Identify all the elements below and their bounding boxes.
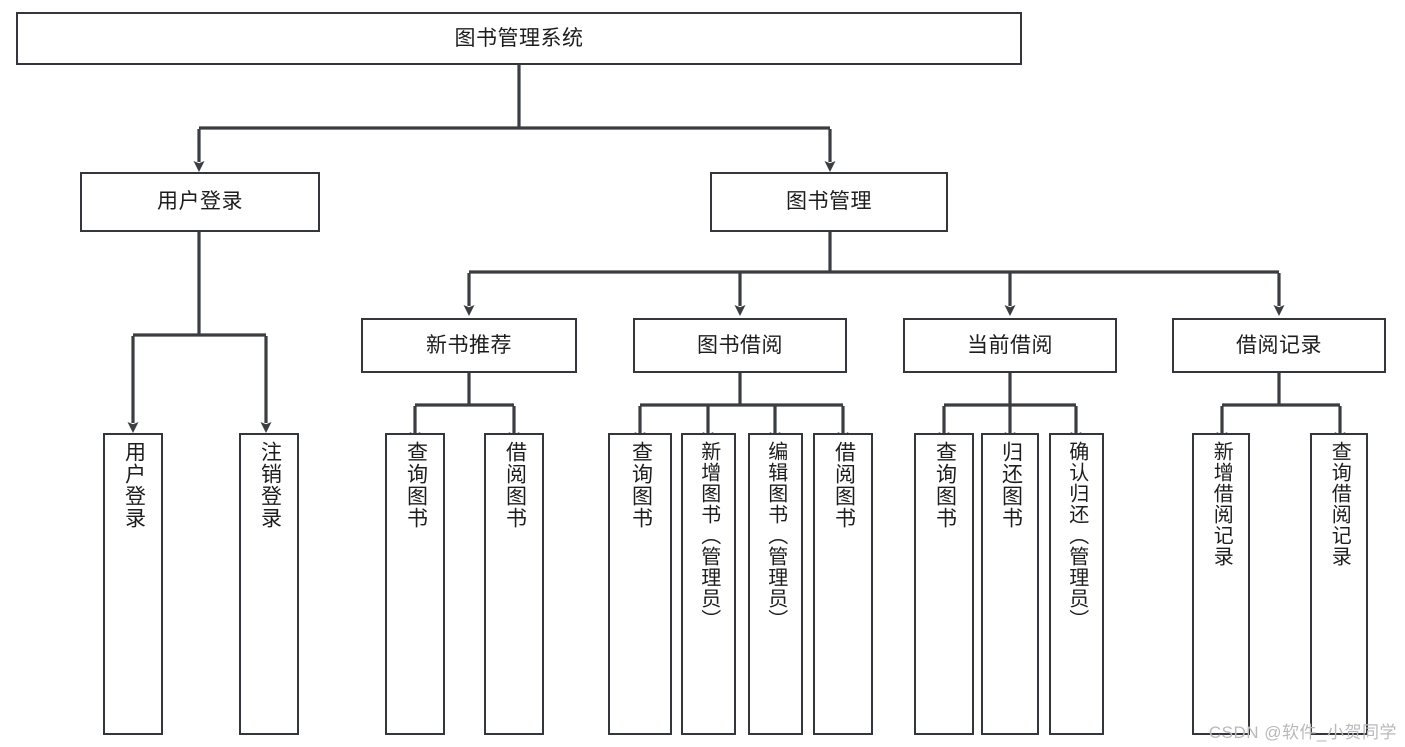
node-new-book-recommend[interactable]: 新书推荐: [361, 318, 577, 373]
node-label: 图书管理系统: [454, 26, 584, 50]
node-leaf-borrow-book-1[interactable]: 借阅图书: [484, 433, 544, 735]
node-label: 新增图书（管理员）: [697, 441, 720, 630]
node-label: 借阅图书: [832, 441, 856, 529]
csdn-watermark: CSDN @软件_小贺同学: [1208, 723, 1397, 742]
node-label: 借阅记录: [1236, 333, 1322, 357]
node-label: 注销登录: [258, 441, 282, 529]
node-leaf-user-logout[interactable]: 注销登录: [239, 433, 299, 735]
node-label: 查询借阅记录: [1328, 441, 1351, 567]
node-leaf-query-book-1[interactable]: 查询图书: [385, 433, 445, 735]
node-label: 借阅图书: [503, 441, 527, 529]
node-leaf-confirm-return[interactable]: 确认归还（管理员）: [1049, 433, 1104, 735]
node-leaf-borrow-book-2[interactable]: 借阅图书: [813, 433, 873, 735]
node-leaf-edit-book[interactable]: 编辑图书（管理员）: [748, 433, 803, 735]
node-label: 当前借阅: [967, 333, 1053, 357]
node-label: 查询图书: [404, 441, 428, 529]
node-leaf-query-record[interactable]: 查询借阅记录: [1310, 433, 1368, 735]
node-root-book-management-system[interactable]: 图书管理系统: [16, 12, 1022, 65]
node-leaf-query-book-3[interactable]: 查询图书: [914, 433, 974, 735]
node-user-login[interactable]: 用户登录: [80, 172, 320, 232]
node-label: 编辑图书（管理员）: [764, 441, 787, 630]
node-leaf-query-book-2[interactable]: 查询图书: [608, 433, 672, 735]
node-label: 查询图书: [629, 441, 653, 529]
node-leaf-user-login[interactable]: 用户登录: [103, 433, 163, 735]
node-leaf-add-book[interactable]: 新增图书（管理员）: [681, 433, 736, 735]
node-label: 归还图书: [999, 441, 1023, 529]
node-label: 新增借阅记录: [1210, 441, 1233, 567]
node-leaf-return-book[interactable]: 归还图书: [981, 433, 1039, 735]
node-label: 新书推荐: [426, 333, 512, 357]
node-book-management[interactable]: 图书管理: [710, 172, 948, 232]
node-label: 查询图书: [933, 441, 957, 529]
node-label: 图书管理: [786, 190, 872, 214]
node-label: 确认归还（管理员）: [1065, 441, 1088, 630]
node-borrow-record[interactable]: 借阅记录: [1172, 318, 1386, 373]
node-current-borrow[interactable]: 当前借阅: [903, 318, 1117, 373]
node-book-borrow[interactable]: 图书借阅: [633, 318, 847, 373]
node-label: 用户登录: [157, 190, 243, 214]
node-leaf-add-record[interactable]: 新增借阅记录: [1192, 433, 1250, 735]
node-label: 图书借阅: [697, 333, 783, 357]
node-label: 用户登录: [122, 441, 146, 529]
